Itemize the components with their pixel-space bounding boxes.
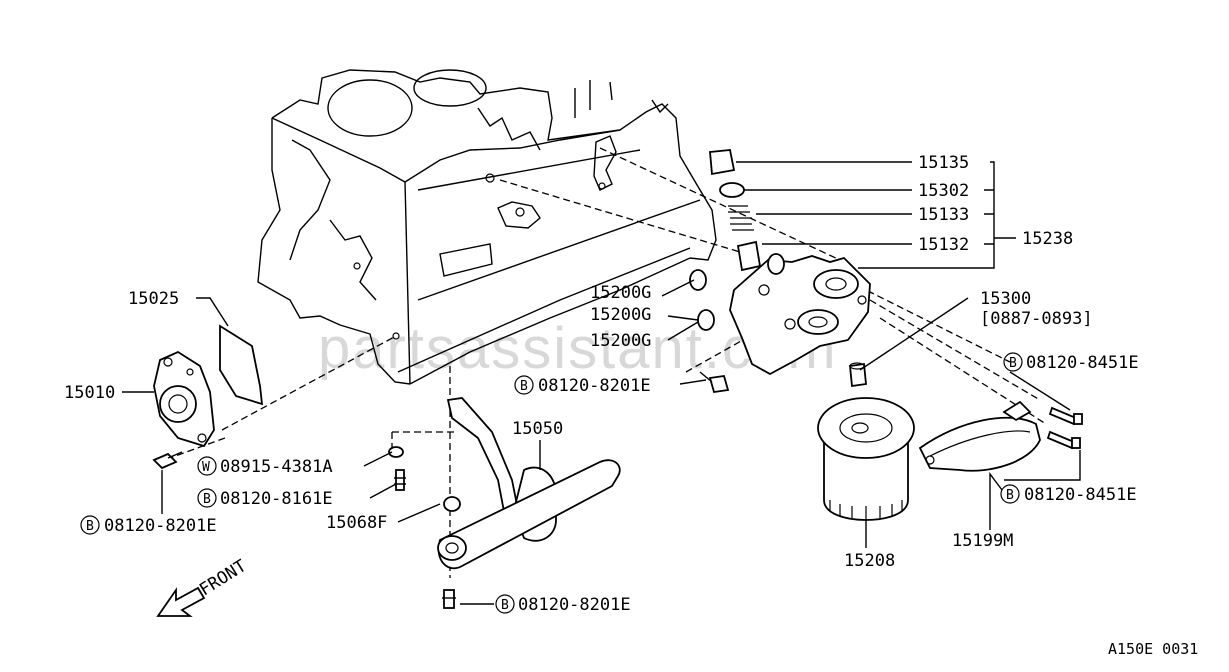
oil-filter-15208: [817, 397, 915, 521]
fastener-code: 08120-8201E: [104, 516, 217, 536]
bolt-pump: [152, 451, 183, 470]
connector-15300: [849, 362, 867, 388]
bolt-strainer: [442, 589, 456, 609]
label-15200g-1: 15200G: [590, 283, 651, 303]
front-indicator: FRONT: [156, 556, 250, 617]
front-arrow-icon: [156, 586, 206, 617]
label-15199m: 15199M: [952, 531, 1013, 551]
label-15208: 15208: [844, 551, 895, 571]
fastener-prefix: B: [1009, 356, 1017, 371]
oil-pump-15010: [153, 350, 215, 448]
fastener-code: 08120-8201E: [518, 595, 631, 615]
relief-valve-stack: [709, 149, 762, 272]
fastener-code: 08915-4381A: [220, 457, 333, 477]
label-15200g-3: 15200G: [590, 331, 651, 351]
label-15050: 15050: [512, 419, 563, 439]
fastener-code: 08120-8451E: [1026, 353, 1139, 373]
gasket-15200g-b: [697, 309, 715, 331]
label-15068f: 15068F: [326, 513, 387, 533]
oil-strainer-15050: [388, 397, 621, 570]
fastener-code: 08120-8451E: [1024, 485, 1137, 505]
gasket-15025: [219, 324, 264, 406]
label-15302: 15302: [918, 181, 969, 201]
fastener-label-f4: B 08120-8161E: [197, 488, 333, 509]
bolt-cover-lower: [1046, 430, 1081, 450]
bolt-bracket: [394, 469, 406, 491]
diagram-code: A150E 0031: [1108, 640, 1198, 658]
label-15025: 15025: [128, 289, 179, 309]
fastener-prefix: B: [520, 379, 528, 394]
leader-lines: [122, 161, 1081, 605]
fastener-label-f2: B 08120-8201E: [514, 375, 651, 396]
fastener-code: 08120-8161E: [220, 489, 333, 509]
fastener-label-f7: B 08120-8201E: [495, 594, 631, 615]
label-15132: 15132: [918, 235, 969, 255]
fastener-label-f5: B 08120-8201E: [80, 515, 217, 536]
label-15300-range: [0887-0893]: [980, 309, 1093, 329]
fastener-prefix: B: [86, 519, 94, 534]
front-label: FRONT: [196, 556, 250, 600]
filter-cover-15199m: [918, 400, 1041, 472]
gasket-15200g-a: [689, 269, 707, 291]
label-15135: 15135: [918, 153, 969, 173]
fastener-prefix: B: [501, 598, 509, 613]
label-15300: 15300: [980, 289, 1031, 309]
label-15238: 15238: [1022, 229, 1073, 249]
label-15133: 15133: [918, 205, 969, 225]
fastener-prefix: W: [202, 460, 210, 475]
oil-filter-bracket-15238: [729, 253, 871, 376]
engine-block: [257, 69, 717, 385]
fastener-label-f1: B 08120-8451E: [1003, 352, 1139, 373]
fastener-prefix: B: [203, 492, 211, 507]
label-15010: 15010: [64, 383, 115, 403]
fastener-prefix: B: [1006, 488, 1014, 503]
fastener-code: 08120-8201E: [538, 376, 651, 396]
fastener-label-f3: W 08915-4381A: [197, 456, 333, 477]
bolt-bracket-2: [699, 371, 730, 394]
bolt-cover-upper: [1048, 406, 1083, 426]
fastener-label-f6: B 08120-8451E: [1000, 484, 1137, 505]
label-15200g-2: 15200G: [590, 305, 651, 325]
